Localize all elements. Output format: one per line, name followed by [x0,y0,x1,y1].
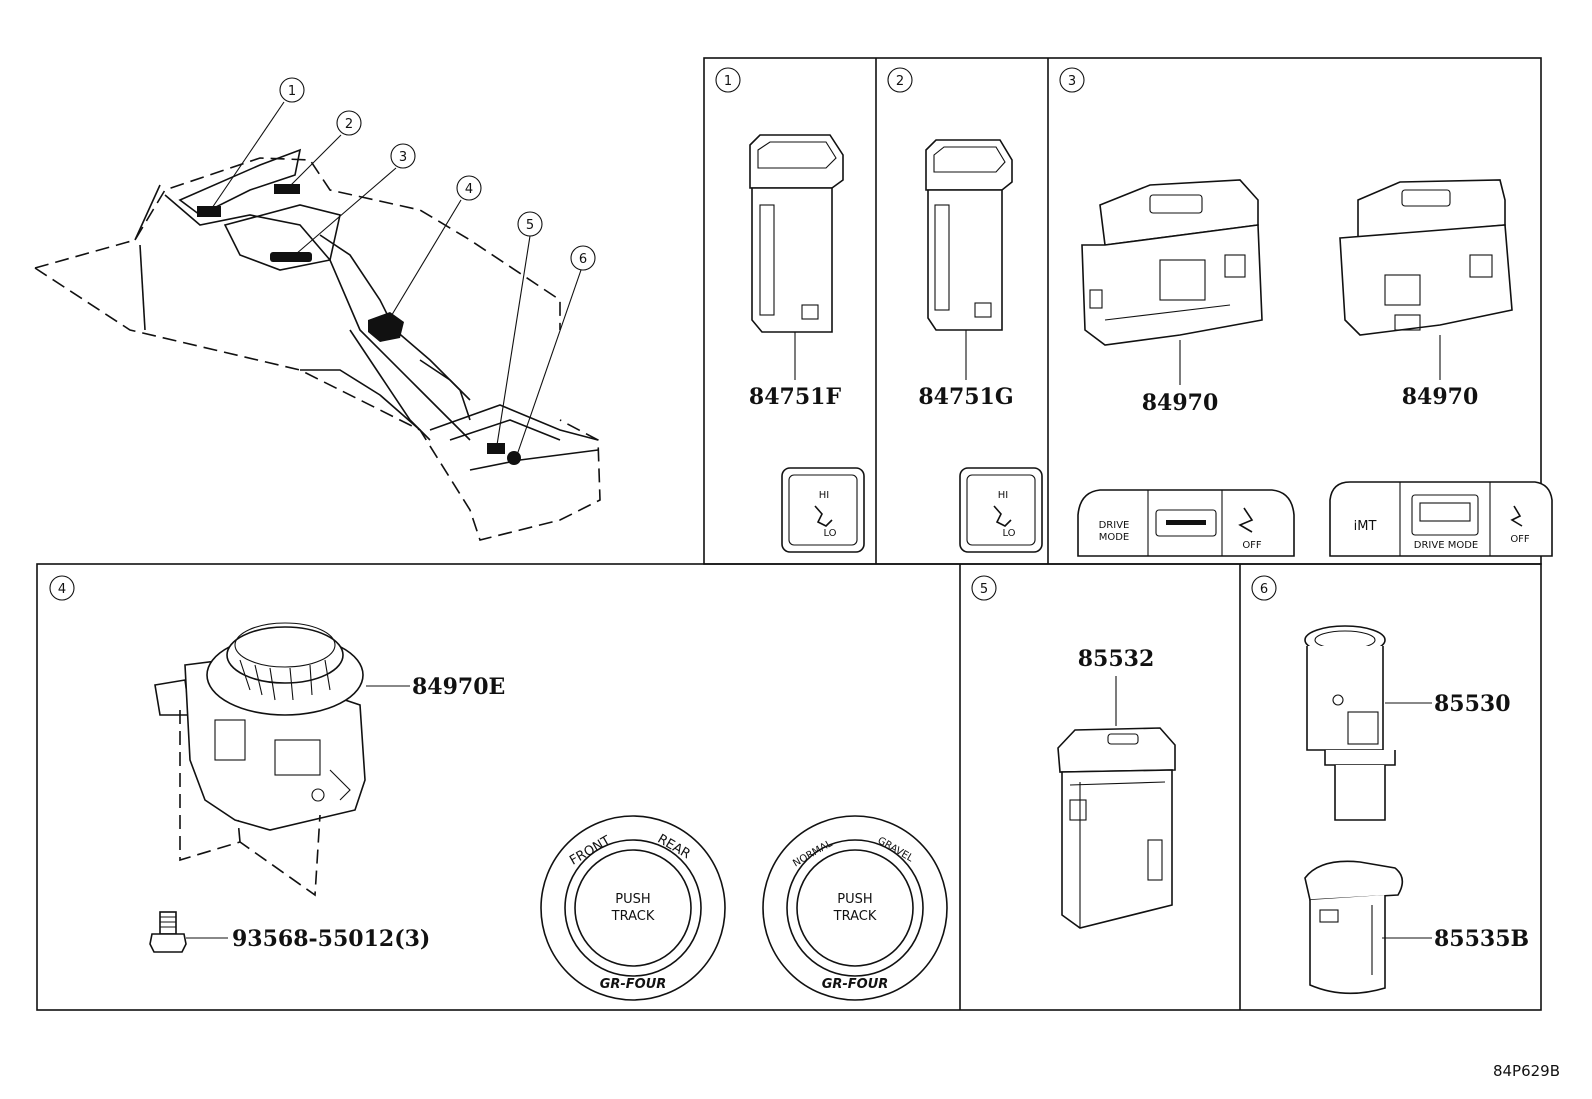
svg-text:TRACK: TRACK [833,909,877,924]
svg-text:DRIVE: DRIVE [1099,520,1130,531]
socket-85530 [1304,625,1396,821]
part-number-93568-55012: 93568-55012(3) [232,926,430,952]
part-number-84970-b: 84970 [1402,384,1479,410]
svg-text:1: 1 [288,84,296,99]
svg-text:MODE: MODE [1099,532,1130,543]
callout-6: 6 [570,245,596,271]
callout-1: 1 [279,77,305,103]
seat-heater-button-2: HI LO [959,467,1043,553]
part-number-85532: 85532 [1078,646,1155,672]
seat-heater-button-1: HI LO [781,467,865,553]
panel-1: 1 84751F HI LO [715,67,865,553]
switch-85532 [1057,727,1176,929]
svg-text:LO: LO [823,528,836,539]
drive-mode-bezel-left: DRIVE MODE OFF [1077,489,1295,557]
svg-text:5: 5 [980,582,988,597]
svg-text:HI: HI [819,490,829,501]
svg-text:DRIVE MODE: DRIVE MODE [1414,540,1478,551]
part-number-84970-a: 84970 [1142,390,1219,416]
part-number-84751F: 84751F [749,384,842,410]
diagram-code: 84P629B [1493,1062,1560,1080]
svg-text:4: 4 [465,182,473,197]
svg-text:GRAVEL: GRAVEL [876,835,916,864]
svg-text:GR-FOUR: GR-FOUR [822,977,889,992]
svg-text:HI: HI [998,490,1008,501]
drive-mode-bezel-right: iMT DRIVE MODE OFF [1329,481,1553,557]
svg-text:4: 4 [58,582,66,597]
callout-2: 2 [336,110,362,136]
svg-text:FRONT: FRONT [567,833,613,868]
seat-heater-switch-1 [749,134,844,333]
push-track-knob-normal-gravel: NORMAL GRAVEL PUSH TRACK GR-FOUR [762,815,948,1001]
panel-2: 2 84751G HI LO [887,67,1043,553]
callout-4: 4 [456,175,482,201]
svg-text:5: 5 [526,218,534,233]
part-number-85535B: 85535B [1434,926,1529,952]
socket-85535B [1304,860,1404,995]
svg-text:LO: LO [1002,528,1015,539]
panel-6: 6 85530 85535B [1251,575,1529,995]
svg-text:1: 1 [724,74,732,89]
part-number-85530: 85530 [1434,691,1511,717]
seat-heater-switch-2 [925,139,1013,331]
svg-text:GR-FOUR: GR-FOUR [600,977,667,992]
part-number-84970E: 84970E [412,674,505,700]
push-track-switch-assembly [154,622,366,831]
panel-5: 5 85532 [971,575,1176,929]
panel-frames [36,57,1542,1011]
console-overview: 1 2 3 4 5 6 [34,77,601,541]
callout-5: 5 [517,211,543,237]
svg-text:PUSH: PUSH [615,892,650,907]
part-number-84751G: 84751G [918,384,1013,410]
svg-text:3: 3 [399,150,407,165]
callout-3: 3 [390,143,416,169]
svg-text:6: 6 [1260,582,1268,597]
svg-text:PUSH: PUSH [837,892,872,907]
svg-text:3: 3 [1068,74,1076,89]
drive-mode-switch-left [1081,179,1263,346]
svg-text:TRACK: TRACK [611,909,655,924]
svg-text:iMT: iMT [1354,519,1377,534]
svg-text:2: 2 [896,74,904,89]
svg-text:OFF: OFF [1510,534,1530,545]
panel-4: 4 84970E 93568-55012(3) FRON [49,575,948,1001]
drive-mode-switch-right [1339,179,1513,336]
svg-text:6: 6 [579,252,587,267]
svg-text:OFF: OFF [1242,540,1262,551]
screw [149,911,187,953]
svg-text:NORMAL: NORMAL [791,838,834,869]
panel-3: 3 84970 84970 DRIVE MODE [1059,67,1553,557]
svg-text:2: 2 [345,117,353,132]
push-track-knob-front-rear: FRONT REAR PUSH TRACK GR-FOUR [540,815,726,1001]
